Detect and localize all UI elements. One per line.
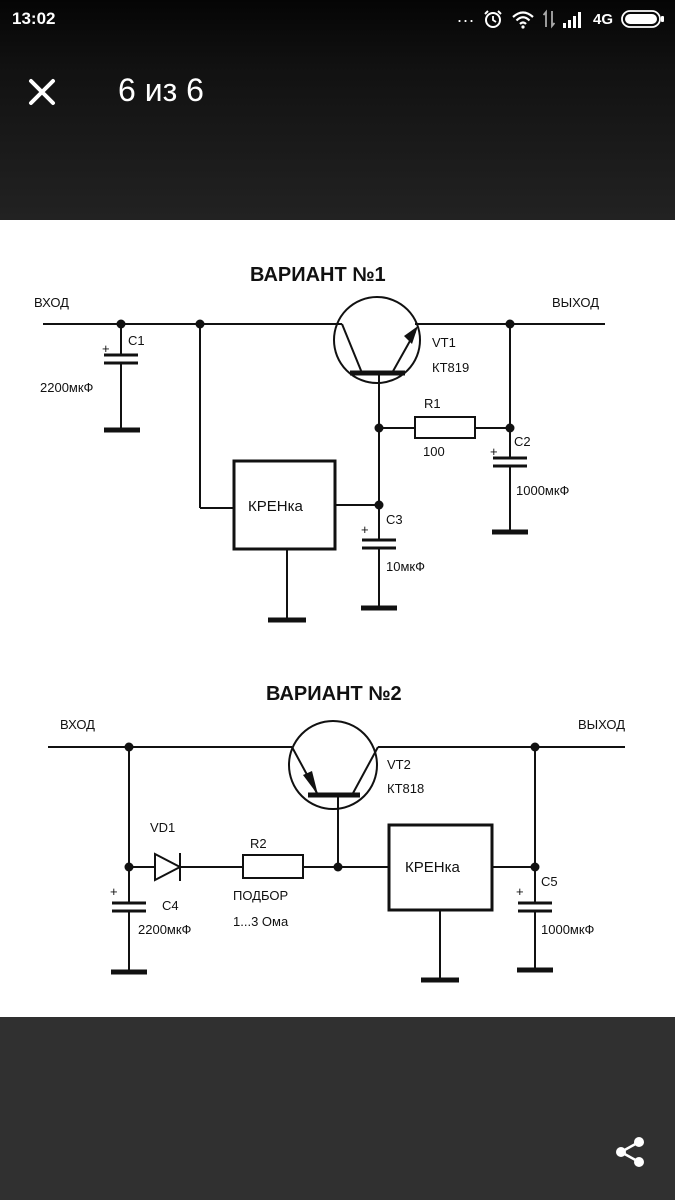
variant2-output-label: ВЫХОД xyxy=(578,717,625,732)
c2-plus: + xyxy=(490,444,498,459)
r1-value: 100 xyxy=(423,444,445,459)
r2-value-line2: 1...3 Ома xyxy=(233,914,289,929)
network-type: 4G xyxy=(592,10,613,28)
c3-name: C3 xyxy=(386,512,403,527)
c4-value: 2200мкФ xyxy=(138,922,192,937)
alarm-icon xyxy=(484,10,502,28)
r2-value-line1: ПОДБОР xyxy=(233,888,288,903)
share-button[interactable] xyxy=(605,1127,655,1177)
c3-plus: + xyxy=(361,522,369,537)
signal-icon xyxy=(562,12,581,28)
top-toolbar: 13:02 ... 4G xyxy=(0,0,675,220)
c1-plus: + xyxy=(102,341,110,356)
variant2-heading: ВАРИАНТ №2 xyxy=(266,683,402,705)
regulator2-label: КРЕНка xyxy=(405,859,460,876)
c1-value: 2200мкФ xyxy=(40,380,94,395)
vt2-name: VT2 xyxy=(387,757,411,772)
image-viewer[interactable]: ВАРИАНТ №1 ВХОД ВЫХОД C1 + 2200мкФ VT1 К… xyxy=(0,220,675,1017)
vt2-model: КТ818 xyxy=(387,781,424,796)
battery-icon xyxy=(621,10,664,28)
wifi-icon xyxy=(512,11,534,29)
c2-name: C2 xyxy=(514,434,531,449)
share-icon xyxy=(616,1137,644,1167)
circuit-schematic: ВАРИАНТ №1 ВХОД ВЫХОД C1 + 2200мкФ VT1 К… xyxy=(34,264,625,983)
status-time: 13:02 xyxy=(12,9,56,28)
c1-name: C1 xyxy=(128,333,145,348)
c4-name: C4 xyxy=(162,898,179,913)
vt1-name: VT1 xyxy=(432,335,456,350)
close-icon xyxy=(29,79,55,105)
variant1-output-label: ВЫХОД xyxy=(552,295,599,310)
c3-value: 10мкФ xyxy=(386,559,425,574)
variant1-heading: ВАРИАНТ №1 xyxy=(250,264,386,286)
c5-plus: + xyxy=(516,884,524,899)
vt1-model: КТ819 xyxy=(432,360,469,375)
c4-plus: + xyxy=(110,884,118,899)
more-notifications-indicator: ... xyxy=(456,6,475,26)
c5-name: C5 xyxy=(541,874,558,889)
c5-value: 1000мкФ xyxy=(541,922,595,937)
r1-name: R1 xyxy=(424,396,441,411)
variant1-input-label: ВХОД xyxy=(34,295,69,310)
regulator1-label: КРЕНка xyxy=(248,498,303,515)
close-button[interactable] xyxy=(20,70,64,114)
image-counter-title: 6 из 6 xyxy=(118,72,204,108)
r2-name: R2 xyxy=(250,836,267,851)
status-icons: ... 4G xyxy=(457,7,665,31)
data-arrows-icon xyxy=(542,9,555,29)
vd1-name: VD1 xyxy=(150,820,175,835)
variant2-input-label: ВХОД xyxy=(60,717,95,732)
c2-value: 1000мкФ xyxy=(516,483,570,498)
